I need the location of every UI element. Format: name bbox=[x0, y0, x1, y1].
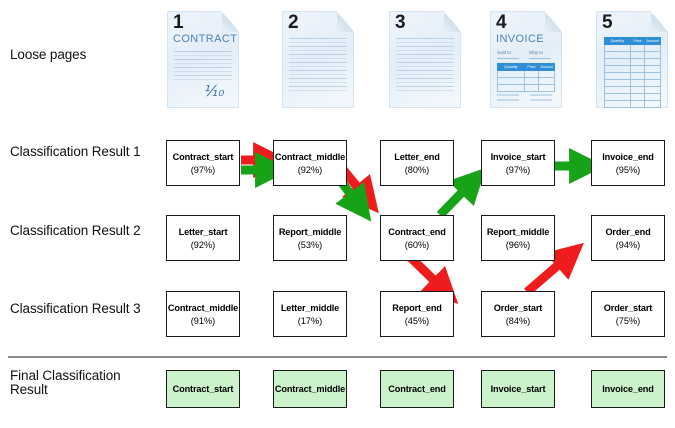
result-confidence: (60%) bbox=[404, 239, 430, 250]
final-label: Invoice_end bbox=[602, 384, 654, 394]
final-label: Contract_end bbox=[388, 384, 446, 394]
page-number: 1 bbox=[173, 12, 184, 33]
row-label-final-classification-result: Final Classification Result bbox=[10, 368, 121, 397]
result-box-r3c1[interactable]: Contract_middle (91%) bbox=[166, 291, 240, 337]
page-title: CONTRACT bbox=[173, 33, 238, 45]
result-label: Letter_end bbox=[394, 151, 440, 162]
result-label: Invoice_start bbox=[490, 151, 546, 162]
result-box-r1c2[interactable]: Contract_middle (92%) bbox=[273, 140, 347, 186]
row-label-classification-result-2: Classification Result 2 bbox=[10, 223, 141, 238]
invoice-col-amount: Amount bbox=[538, 63, 555, 71]
page-thumbnail-5: 5 Quantity Price Amount bbox=[596, 11, 668, 108]
final-box-c5[interactable]: Invoice_end bbox=[591, 370, 665, 408]
row-label-classification-result-3: Classification Result 3 bbox=[10, 301, 141, 316]
result-confidence: (92%) bbox=[190, 239, 216, 250]
result-box-r2c1[interactable]: Letter_start (92%) bbox=[166, 215, 240, 261]
row-label-classification-result-1: Classification Result 1 bbox=[10, 144, 141, 159]
result-box-r1c3[interactable]: Letter_end (80%) bbox=[380, 140, 454, 186]
result-confidence: (96%) bbox=[505, 239, 531, 250]
page-thumbnail-4: 4 INVOICE Sold to Ship to Quantity Price… bbox=[490, 11, 562, 108]
final-box-c3[interactable]: Contract_end bbox=[380, 370, 454, 408]
page-title: INVOICE bbox=[496, 33, 545, 45]
result-confidence: (84%) bbox=[505, 315, 531, 326]
result-label: Contract_middle bbox=[167, 302, 239, 313]
invoice-line-item-table: Quantity Price Amount bbox=[497, 63, 555, 92]
page-number: 5 bbox=[602, 12, 613, 33]
final-box-c4[interactable]: Invoice_start bbox=[481, 370, 555, 408]
page-corner-fold-icon bbox=[545, 11, 562, 32]
result-confidence: (94%) bbox=[615, 239, 641, 250]
result-label: Contract_end bbox=[388, 226, 446, 237]
invoice-ship-to-label: Ship to bbox=[529, 50, 544, 55]
page-thumbnail-2: 2 bbox=[282, 11, 354, 108]
result-box-r2c3[interactable]: Contract_end (60%) bbox=[380, 215, 454, 261]
result-label: Letter_start bbox=[178, 226, 228, 237]
result-confidence: (95%) bbox=[615, 164, 641, 175]
result-label: Report_middle bbox=[278, 226, 342, 237]
result-box-r3c4[interactable]: Order_start (84%) bbox=[481, 291, 555, 337]
result-label: Report_end bbox=[392, 302, 442, 313]
result-box-r1c1[interactable]: Contract_start (97%) bbox=[166, 140, 240, 186]
signature-icon: ⅒ bbox=[203, 84, 224, 100]
page-thumbnail-3: 3 bbox=[389, 11, 461, 108]
result-confidence: (91%) bbox=[190, 315, 216, 326]
page-corner-fold-icon bbox=[651, 11, 668, 32]
page-corner-fold-icon bbox=[337, 11, 354, 32]
result-confidence: (75%) bbox=[615, 315, 641, 326]
result-label: Report_middle bbox=[486, 226, 550, 237]
result-box-r2c2[interactable]: Report_middle (53%) bbox=[273, 215, 347, 261]
page-corner-fold-icon bbox=[222, 11, 239, 32]
result-label: Contract_middle bbox=[274, 151, 346, 162]
page-number: 3 bbox=[395, 12, 406, 33]
result-label: Order_end bbox=[605, 226, 651, 237]
result-label: Order_start bbox=[493, 302, 543, 313]
result-confidence: (80%) bbox=[404, 164, 430, 175]
final-box-c1[interactable]: Contract_start bbox=[166, 370, 240, 408]
result-label: Invoice_end bbox=[602, 151, 654, 162]
page-text-lines bbox=[396, 38, 454, 94]
invoice-col-quantity: Quantity bbox=[497, 63, 525, 71]
table-col-amount: Amount bbox=[644, 37, 661, 45]
final-label: Invoice_start bbox=[490, 384, 546, 394]
result-box-r3c3[interactable]: Report_end (45%) bbox=[380, 291, 454, 337]
page-number: 4 bbox=[496, 12, 507, 33]
page-text-lines bbox=[289, 38, 347, 94]
table-col-quantity: Quantity bbox=[604, 37, 631, 45]
invoice-sold-to-label: Sold to bbox=[497, 50, 512, 55]
final-label: Contract_middle bbox=[274, 384, 346, 394]
result-box-r1c4[interactable]: Invoice_start (97%) bbox=[481, 140, 555, 186]
result-confidence: (97%) bbox=[505, 164, 531, 175]
result-label: Letter_middle bbox=[280, 302, 340, 313]
section-divider bbox=[8, 356, 667, 358]
result-confidence: (45%) bbox=[404, 315, 430, 326]
result-confidence: (97%) bbox=[190, 164, 216, 175]
page-text-lines bbox=[174, 51, 232, 83]
result-confidence: (17%) bbox=[297, 315, 323, 326]
result-box-r1c5[interactable]: Invoice_end (95%) bbox=[591, 140, 665, 186]
final-box-c2[interactable]: Contract_middle bbox=[273, 370, 347, 408]
invoice-col-price: Price bbox=[523, 63, 540, 71]
page-thumbnail-1: 1 CONTRACT ⅒ bbox=[167, 11, 239, 108]
page-corner-fold-icon bbox=[444, 11, 461, 32]
page-number: 2 bbox=[288, 12, 299, 33]
row-label-loose-pages: Loose pages bbox=[10, 47, 87, 62]
table-col-price: Price bbox=[629, 37, 646, 45]
result-confidence: (53%) bbox=[297, 239, 323, 250]
result-label: Contract_start bbox=[172, 151, 234, 162]
result-box-r2c5[interactable]: Order_end (94%) bbox=[591, 215, 665, 261]
result-box-r3c2[interactable]: Letter_middle (17%) bbox=[273, 291, 347, 337]
result-confidence: (92%) bbox=[297, 164, 323, 175]
result-box-r2c4[interactable]: Report_middle (96%) bbox=[481, 215, 555, 261]
result-label: Order_start bbox=[603, 302, 653, 313]
result-box-r3c5[interactable]: Order_start (75%) bbox=[591, 291, 665, 337]
final-label: Contract_start bbox=[172, 384, 234, 394]
page5-table: Quantity Price Amount bbox=[604, 37, 661, 108]
